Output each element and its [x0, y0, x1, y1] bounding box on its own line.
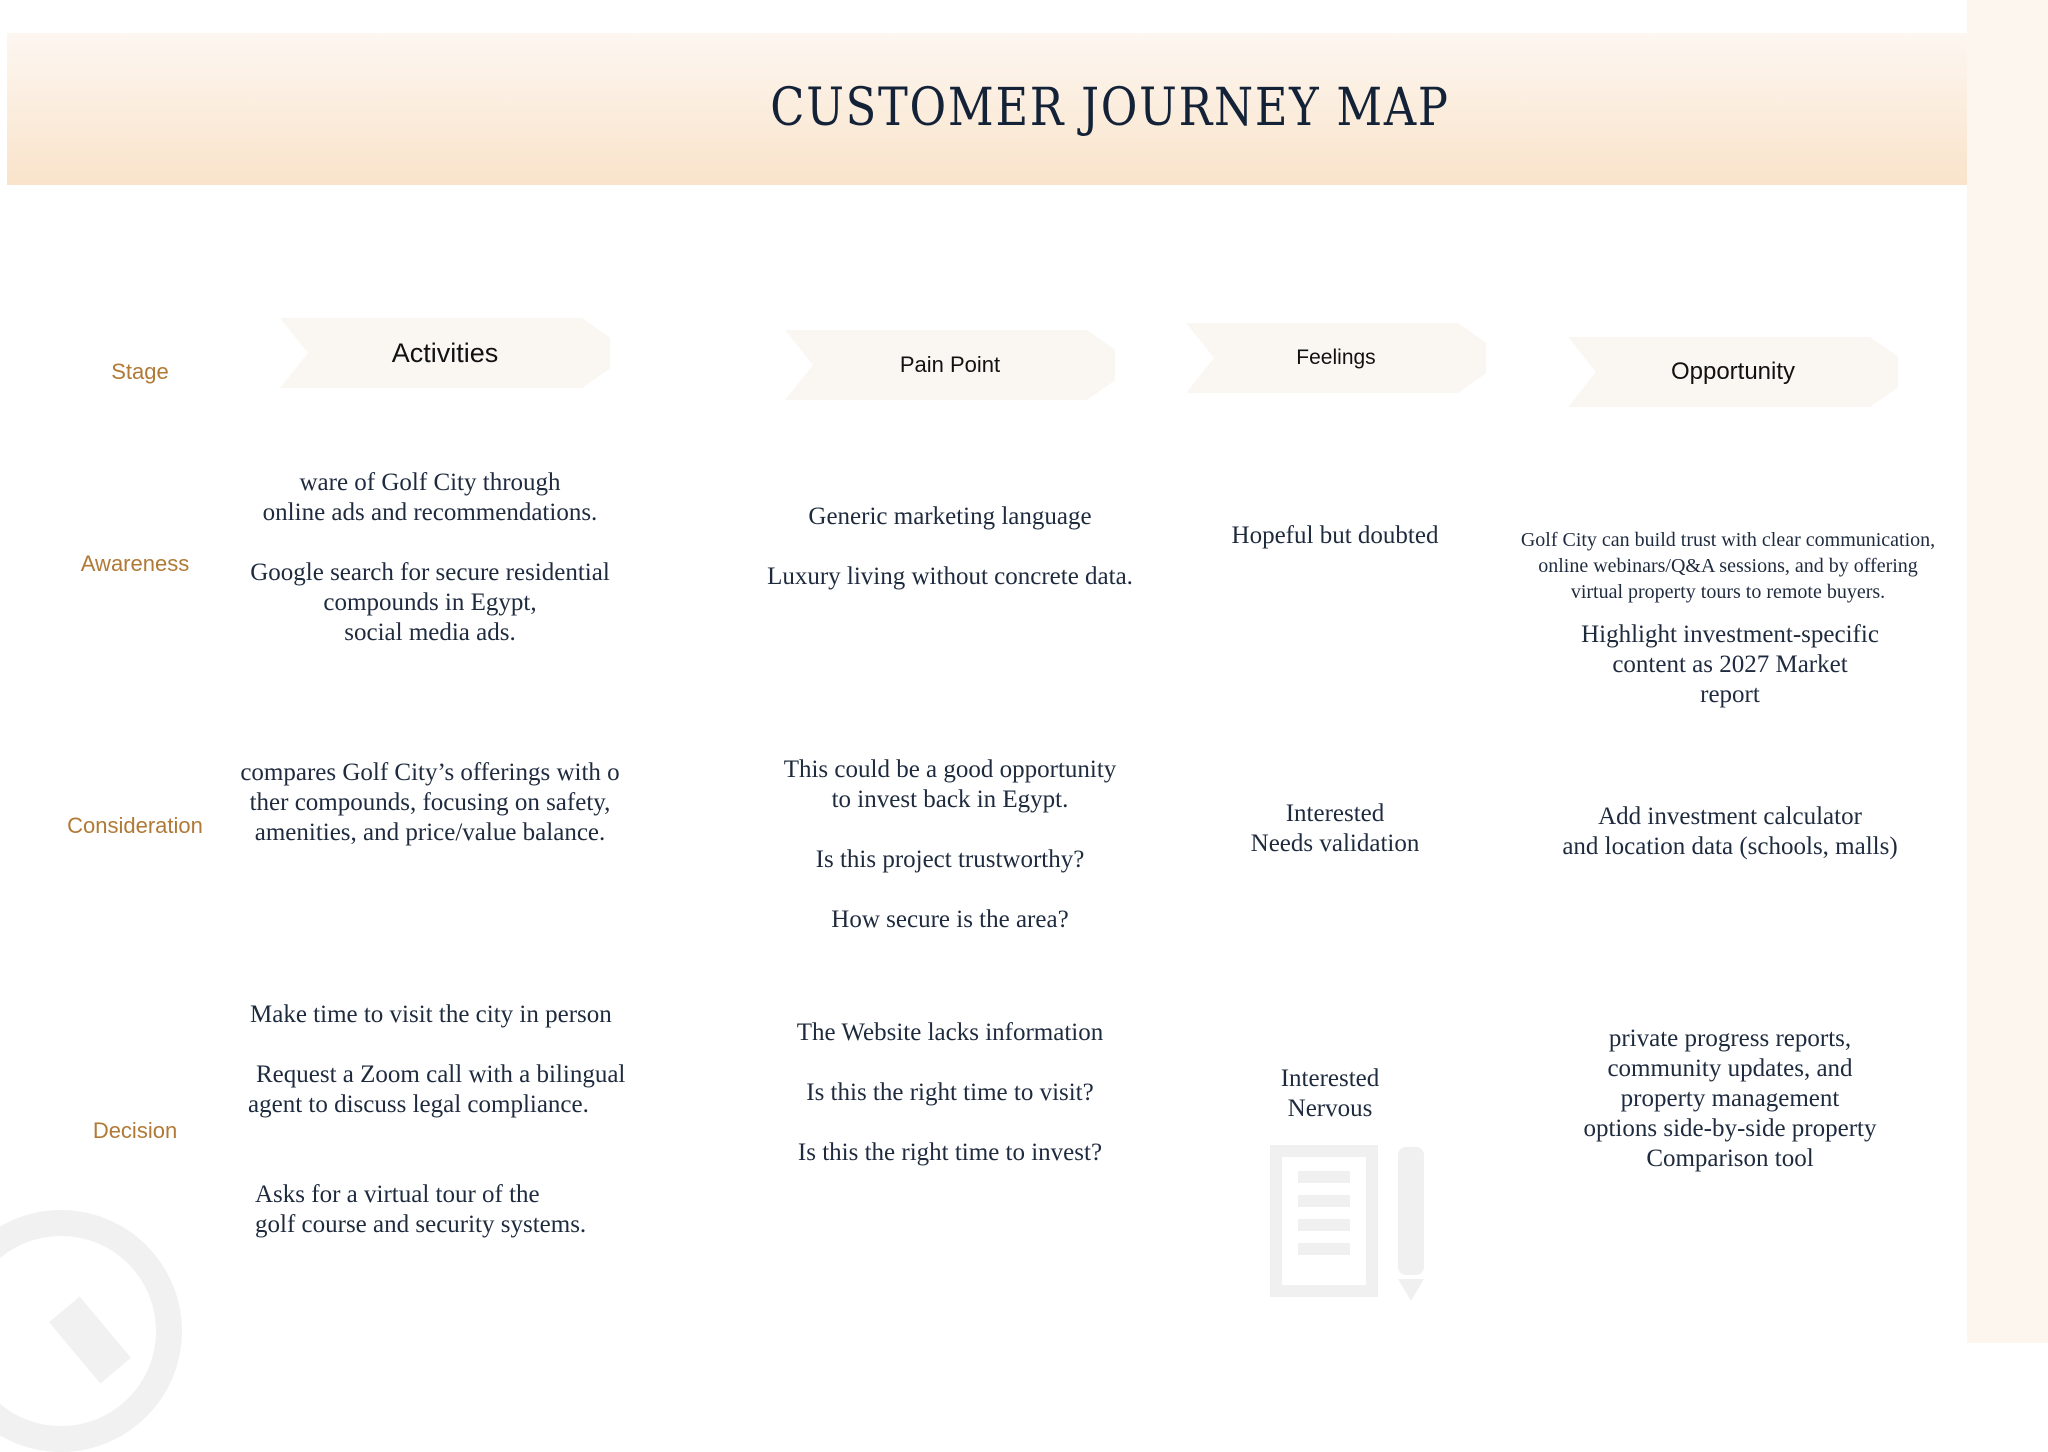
text-line: How secure is the area?	[831, 906, 1069, 933]
text-line: Google search for secure residential	[250, 559, 610, 586]
text-line: Hopeful but doubted	[1231, 522, 1439, 549]
text-line: agent to discuss legal compliance.	[248, 1091, 589, 1118]
column-header-pain-point: Pain Point	[785, 330, 1115, 400]
text-line: community updates, and	[1607, 1055, 1853, 1082]
consideration-feelings: Interested Needs validation	[1200, 799, 1470, 859]
text-line: Asks for a virtual tour of the	[255, 1181, 540, 1208]
text-line: Is this the right time to invest?	[797, 1139, 1103, 1166]
text-line: Golf City can build trust with clear com…	[1520, 529, 1936, 551]
column-header-activities: Activities	[280, 318, 610, 388]
consideration-opportunity: Add investment calculator and location d…	[1510, 802, 1950, 862]
stage-label-awareness: Awareness	[80, 551, 190, 576]
text-line: online webinars/Q&A sessions, and by off…	[1538, 555, 1918, 577]
stage-label-decision: Decision	[92, 1118, 178, 1143]
text-line: ware of Golf City through	[299, 469, 561, 496]
awareness-pain-points: Generic marketing language Luxury living…	[730, 502, 1170, 592]
decision-activities: Make time to visit the city in person Re…	[230, 1000, 690, 1240]
text-line: Comparison tool	[1646, 1145, 1814, 1172]
text-line: golf course and security systems.	[255, 1211, 587, 1238]
stage-label-consideration: Consideration	[67, 813, 203, 838]
text-line: social media ads.	[344, 619, 516, 646]
text-line: Highlight investment-specific	[1581, 621, 1879, 648]
consideration-pain-points: This could be a good opportunity to inve…	[740, 755, 1160, 935]
text-line: Interested	[1280, 1065, 1380, 1092]
page-title: CUSTOMER JOURNEY MAP	[770, 78, 1450, 138]
text-line: Make time to visit the city in person	[250, 1001, 612, 1028]
awareness-activities: ware of Golf City through online ads and…	[200, 468, 660, 648]
right-margin-strip	[1967, 0, 2048, 1343]
text-line: Add investment calculator	[1598, 803, 1862, 830]
text-line: property management	[1620, 1085, 1840, 1112]
text-line: report	[1700, 681, 1760, 708]
awareness-feelings: Hopeful but doubted	[1200, 521, 1470, 551]
text-line: ther compounds, focusing on safety,	[249, 789, 611, 816]
awareness-opportunity: Highlight investment-specific content as…	[1530, 620, 1930, 710]
text-line: online ads and recommendations.	[262, 499, 598, 526]
text-line: This could be a good opportunity	[783, 756, 1117, 783]
text-line: Interested	[1285, 800, 1385, 827]
awareness-opportunity-note: Golf City can build trust with clear com…	[1478, 527, 1978, 605]
text-line: Is this the right time to visit?	[806, 1079, 1094, 1106]
text-line: Request a Zoom call with a bilingual	[256, 1061, 626, 1088]
text-line: The Website lacks information	[796, 1019, 1104, 1046]
text-line: compounds in Egypt,	[323, 589, 537, 616]
consideration-activities: compares Golf City’s offerings with o th…	[200, 758, 660, 848]
document-pencil-icon	[1270, 1145, 1424, 1301]
column-header-feelings: Feelings	[1186, 323, 1486, 393]
column-header-opportunity: Opportunity	[1568, 337, 1898, 407]
decision-opportunity: private progress reports, community upda…	[1530, 1024, 1930, 1174]
text-line: Is this project trustworthy?	[815, 846, 1085, 873]
text-line: compares Golf City’s offerings with o	[240, 759, 620, 786]
text-line: Needs validation	[1250, 830, 1420, 857]
stage-column-header: Stage	[111, 359, 169, 384]
text-line: amenities, and price/value balance.	[254, 819, 606, 846]
text-line: Nervous	[1287, 1095, 1373, 1122]
decision-feelings: Interested Nervous	[1200, 1064, 1460, 1124]
text-line: to invest back in Egypt.	[831, 786, 1069, 813]
text-line: Generic marketing language	[808, 503, 1092, 530]
decision-pain-points: The Website lacks information Is this th…	[740, 1018, 1160, 1168]
text-line: Luxury living without concrete data.	[767, 563, 1133, 590]
text-line: and location data (schools, malls)	[1562, 833, 1898, 860]
text-line: virtual property tours to remote buyers.	[1570, 581, 1886, 603]
text-line: private progress reports,	[1608, 1025, 1852, 1052]
header-banner	[7, 33, 1967, 185]
text-line: options side-by-side property	[1583, 1115, 1877, 1142]
text-line: content as 2027 Market	[1612, 651, 1848, 678]
